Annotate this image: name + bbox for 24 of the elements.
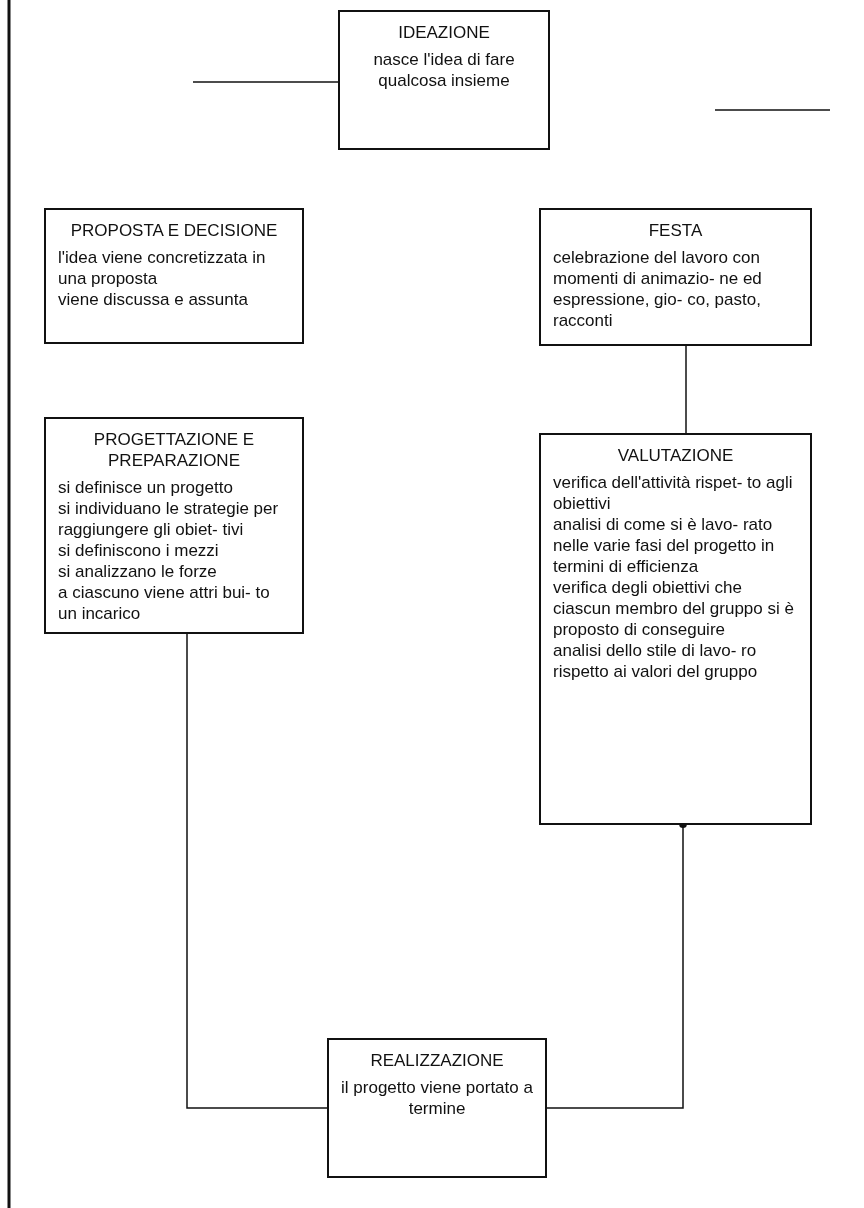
process-box: [539, 208, 812, 346]
connector-line: [685, 345, 687, 434]
box-text: a ciascuno viene attri bui- to un incarico: [58, 582, 271, 624]
process-box: [44, 208, 304, 344]
box-text: viene discussa e assunta: [58, 289, 249, 310]
box-text: si analizzano le forze: [58, 561, 218, 582]
box-heading: IDEAZIONE: [398, 22, 490, 43]
box-text: si definiscono i mezzi: [58, 540, 220, 561]
box-heading: VALUTAZIONE: [617, 445, 734, 466]
box-text: il progetto viene portato a termine: [341, 1077, 533, 1119]
box-text: analisi dello stile di lavo- ro rispetto ai valori del gruppo: [553, 640, 759, 682]
box-text: celebrazione del lavoro con momenti di animazio- ne ed espressione, gio- co, pasto, racconti: [553, 247, 763, 331]
process-box: [44, 417, 304, 634]
box-heading: FESTA: [648, 220, 703, 241]
connector-line: [186, 633, 328, 1109]
box-heading: PROPOSTA E DECISIONE: [70, 220, 278, 241]
process-box: [539, 433, 812, 825]
box-text: si definisce un progetto: [58, 477, 234, 498]
box-heading: REALIZZAZIONE: [370, 1050, 504, 1071]
process-box: [338, 10, 550, 150]
box-heading: PROGETTAZIONE E PREPARAZIONE: [92, 429, 256, 471]
box-text: nasce l'idea di fare qualcosa insieme: [372, 49, 516, 91]
connector-line: [192, 81, 339, 83]
process-box: [327, 1038, 547, 1178]
